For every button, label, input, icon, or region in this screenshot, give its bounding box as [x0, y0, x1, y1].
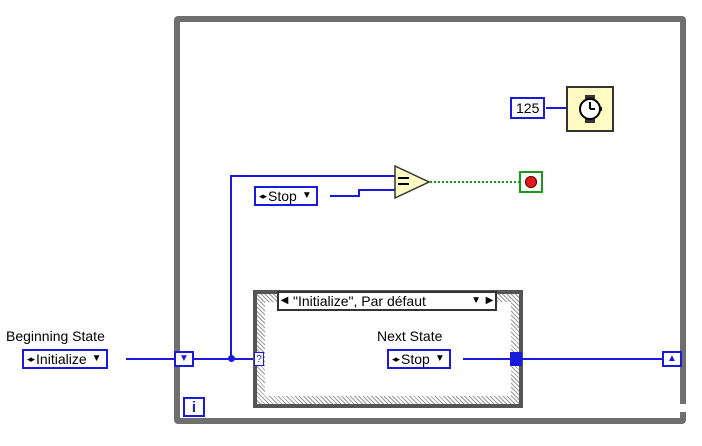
wire-state [194, 358, 232, 360]
chevron-down-icon: ▼ [179, 353, 189, 364]
chevron-down-icon: ▼ [91, 353, 102, 364]
beginning-state-value: Initialize [36, 351, 87, 367]
chevron-down-icon: ▼ [434, 353, 445, 364]
stop-enum-constant[interactable]: ◂▸ Stop ▼ [254, 186, 318, 206]
next-state-label: Next State [377, 328, 443, 344]
increment-icon[interactable]: ▶ [484, 293, 495, 309]
chevron-up-icon: ▲ [667, 353, 677, 364]
next-state-value: Stop [401, 351, 430, 367]
decrement-icon[interactable]: ◀ [279, 293, 290, 309]
wire-next-state [522, 358, 662, 360]
chevron-down-icon[interactable]: ▼ [471, 295, 481, 306]
while-loop[interactable] [174, 16, 686, 424]
increment-arrows-icon: ◂▸ [27, 353, 35, 364]
case-output-tunnel[interactable] [510, 352, 522, 366]
wire-beginning-state [126, 358, 174, 360]
case-selector-terminal[interactable]: ? [254, 352, 264, 366]
equal-icon[interactable] [393, 164, 431, 200]
case-selector-label: "Initialize", Par défaut [293, 293, 426, 309]
next-state-enum[interactable]: ◂▸ Stop ▼ [387, 349, 451, 369]
wait-function[interactable] [566, 86, 614, 132]
beginning-state-enum[interactable]: ◂▸ Initialize ▼ [22, 349, 108, 369]
case-selector[interactable]: ◀ "Initialize", Par défaut ▼ ▶ [277, 291, 497, 311]
iteration-terminal[interactable]: i [183, 397, 205, 417]
stop-sign-icon[interactable] [519, 171, 543, 193]
shift-register-right[interactable]: ▲ [662, 351, 682, 367]
stop-enum-value: Stop [268, 188, 297, 204]
shift-register-left[interactable]: ▼ [174, 351, 194, 367]
increment-arrows-icon: ◂▸ [259, 190, 267, 201]
wire-boolean [430, 181, 520, 183]
beginning-state-label: Beginning State [6, 328, 105, 344]
wait-ms-constant[interactable]: 125 [510, 97, 546, 119]
increment-arrows-icon: ◂▸ [392, 353, 400, 364]
wire-to-compare [230, 175, 232, 359]
chevron-down-icon: ▼ [301, 190, 312, 201]
wristwatch-icon [579, 95, 602, 123]
